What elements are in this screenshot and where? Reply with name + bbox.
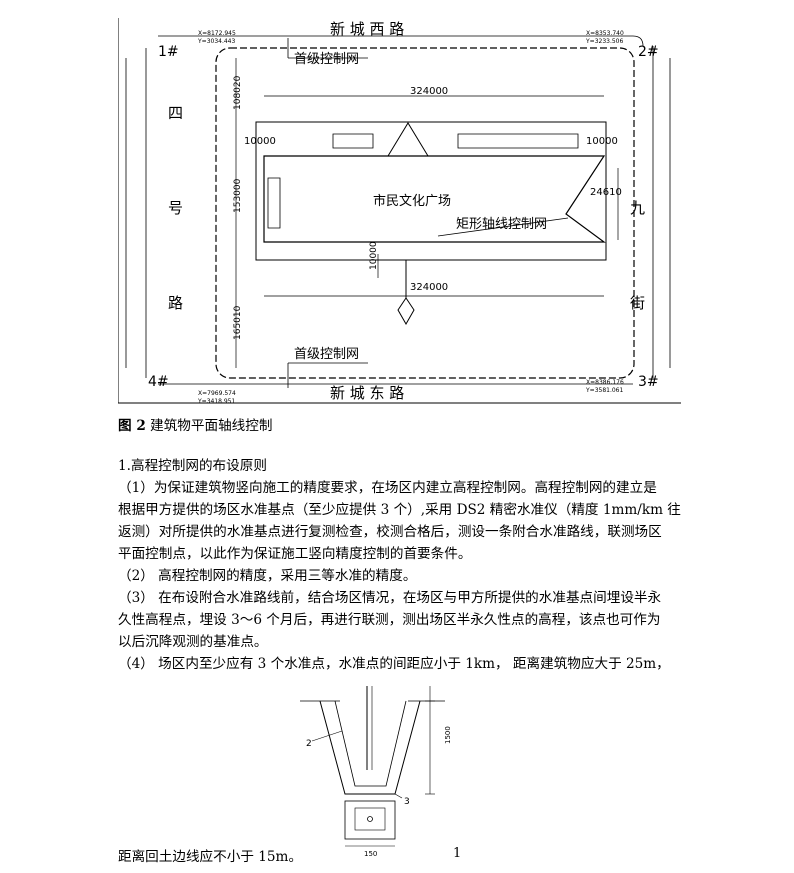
fig2-dim-150: 150 bbox=[364, 850, 377, 858]
corner-3-label: 3# bbox=[638, 374, 659, 390]
paragraph-1-line-3: 返测）对所提供的水准基点进行复测检查，校测合格后，测设一条附合水准路线，联测场区 bbox=[118, 524, 662, 540]
paragraph-4: （4） 场区内至少应有 3 个水准点，水准点的间距应小于 1km， 距离建筑物应… bbox=[118, 656, 670, 672]
dim-top: 324000 bbox=[410, 86, 448, 97]
axis-net-label: 矩形轴线控制网 bbox=[456, 217, 547, 232]
road-left-char-1: 四 bbox=[168, 104, 183, 122]
dim-108020: 108020 bbox=[233, 75, 243, 110]
dim-24610: 24610 bbox=[590, 187, 622, 198]
primary-net-top-label: 首级控制网 bbox=[294, 52, 359, 67]
road-bottom-label: 新 城 东 路 bbox=[330, 384, 404, 402]
coord-tr-x: X=8353.740 bbox=[586, 30, 624, 37]
road-right-char-1: 九 bbox=[630, 199, 645, 217]
caption-text: 建筑物平面轴线控制 bbox=[150, 418, 273, 434]
paragraph-1-line-1: （1）为保证建筑物竖向施工的精度要求，在场区内建立高程控制网。高程控制网的建立是 bbox=[118, 480, 657, 496]
paragraph-3-line-1: （3） 在布设附合水准路线前，结合场区情况，在场区与甲方所提供的水准基点间埋设半… bbox=[118, 590, 662, 606]
dim-10000-left: 10000 bbox=[244, 136, 276, 147]
road-top-label: 新 城 西 路 bbox=[330, 20, 404, 38]
paragraph-1-line-2: 根据甲方提供的场区水准基点（至少应提供 3 个）,采用 DS2 精密水准仪（精度… bbox=[118, 502, 681, 518]
coord-tl-y: Y=3034.443 bbox=[197, 38, 236, 45]
road-left-char-2: 号 bbox=[168, 199, 183, 217]
fig2-label-3: 3 bbox=[404, 797, 410, 807]
site-axis-control-plan: 新 城 西 路 新 城 东 路 四 号 路 九 街 1# 2# 3# 4# X=… bbox=[118, 18, 681, 405]
dim-153000: 153000 bbox=[233, 178, 243, 213]
coord-br-x: X=8386.176 bbox=[586, 379, 624, 386]
corner-1-label: 1# bbox=[158, 44, 179, 60]
coord-tr-y: Y=3233.506 bbox=[585, 38, 624, 45]
dim-bottom: 324000 bbox=[410, 282, 448, 293]
paragraph-2: （2） 高程控制网的精度，采用三等水准的精度。 bbox=[118, 568, 417, 584]
coord-bl-x: X=7969.574 bbox=[198, 390, 236, 397]
benchmark-section-diagram: 2 3 1500 150 bbox=[300, 686, 452, 858]
paragraph-3-line-2: 久性高程点，埋设 3～6 个月后，再进行联测，测出场区半永久性点的高程，该点也可… bbox=[118, 612, 661, 628]
dim-10000-right: 10000 bbox=[586, 136, 618, 147]
caption-number: 图 2 bbox=[118, 418, 146, 434]
corner-4-label: 4# bbox=[148, 374, 169, 390]
fig2-dim-1500: 1500 bbox=[444, 726, 452, 744]
paragraph-5: 距离回土边线应不小于 15m。 bbox=[118, 849, 303, 865]
dim-10000-vertical: 10000 bbox=[369, 241, 379, 270]
dim-165010: 165010 bbox=[233, 305, 243, 340]
fig2-label-2: 2 bbox=[306, 739, 312, 749]
figure-caption: 图 2 建筑物平面轴线控制 bbox=[118, 414, 272, 434]
primary-net-bottom-label: 首级控制网 bbox=[294, 347, 359, 362]
plaza-label: 市民文化广场 bbox=[373, 193, 451, 209]
page-number: 1 bbox=[453, 846, 462, 861]
road-left-char-3: 路 bbox=[168, 294, 183, 312]
road-right-char-2: 街 bbox=[630, 294, 645, 312]
coord-bl-y: Y=3418.951 bbox=[197, 398, 236, 405]
coord-tl-x: X=8172.945 bbox=[198, 30, 236, 37]
section-heading: 1.高程控制网的布设原则 bbox=[118, 458, 267, 474]
coord-br-y: Y=3581.061 bbox=[585, 387, 624, 394]
corner-2-label: 2# bbox=[638, 44, 659, 60]
paragraph-3-line-3: 以后沉降观测的基准点。 bbox=[118, 634, 268, 650]
paragraph-1-line-4: 平面控制点，以此作为保证施工竖向精度控制的首要条件。 bbox=[118, 546, 472, 562]
